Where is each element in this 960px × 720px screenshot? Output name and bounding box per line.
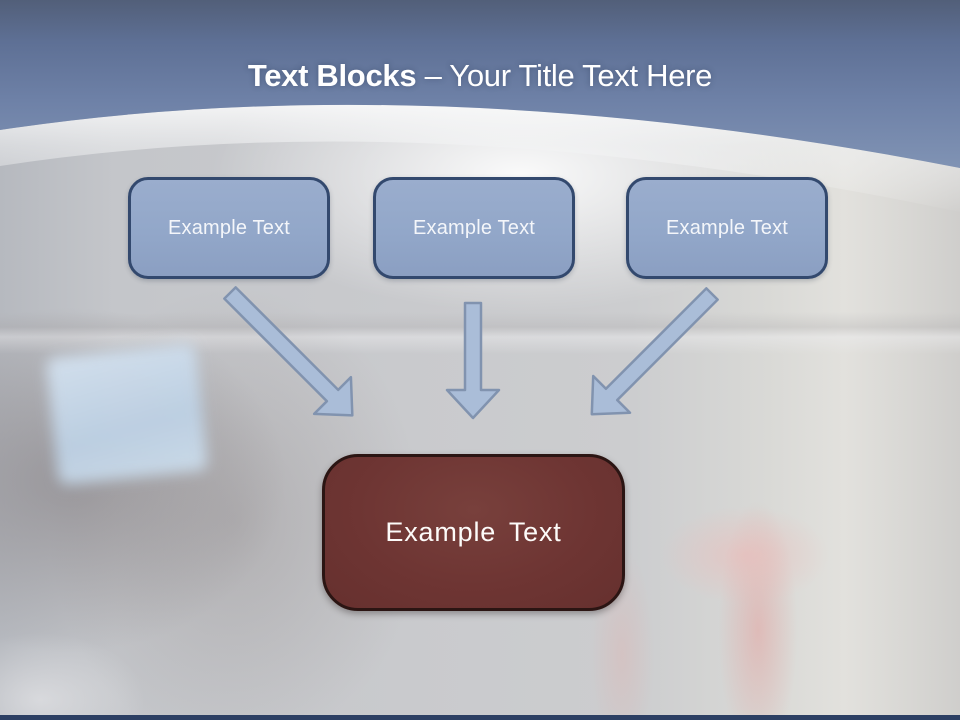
text-block-3-label: Example Text: [665, 216, 789, 239]
slide-title[interactable]: Text Blocks – Your Title Text Here: [0, 58, 960, 94]
result-block[interactable]: Example Text: [322, 454, 625, 611]
window-reflection-highlight: [45, 342, 209, 486]
header-curve: [0, 0, 960, 168]
text-block-3[interactable]: Example Text: [626, 177, 828, 279]
text-block-2-label: Example Text: [412, 216, 536, 239]
header-silver-rim: [0, 104, 960, 212]
slide-title-regular: – Your Title Text Here: [424, 58, 713, 93]
header-band: [0, 0, 960, 212]
text-block-1[interactable]: Example Text: [128, 177, 330, 279]
text-block-2[interactable]: Example Text: [373, 177, 575, 279]
text-block-1-label: Example Text: [167, 216, 291, 239]
slide-title-bold: Text Blocks: [247, 58, 417, 93]
result-block-label: Example Text: [385, 517, 562, 547]
footer-bar: [0, 715, 960, 720]
